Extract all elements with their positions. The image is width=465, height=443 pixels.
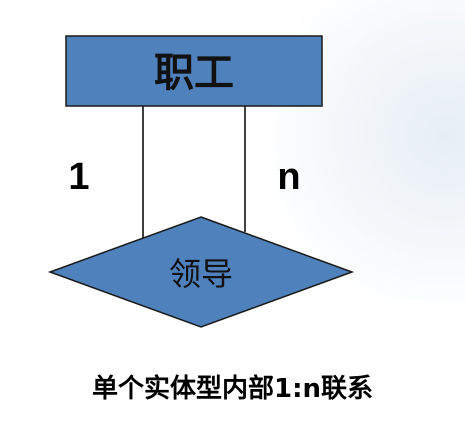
relationship-diamond[interactable]: 领导 bbox=[47, 216, 355, 328]
entity-label: 职工 bbox=[154, 50, 234, 96]
relationship-label: 领导 bbox=[169, 255, 233, 293]
cardinality-left: 1 bbox=[68, 156, 89, 198]
entity-box[interactable]: 职工 bbox=[65, 35, 323, 107]
cardinality-right: n bbox=[277, 156, 300, 198]
er-diagram: 职工 领导 1 n bbox=[47, 35, 355, 328]
relationship-shape bbox=[47, 216, 355, 328]
entity-rect bbox=[65, 35, 323, 107]
diagram-caption: 单个实体型内部1:n联系 bbox=[92, 374, 373, 404]
